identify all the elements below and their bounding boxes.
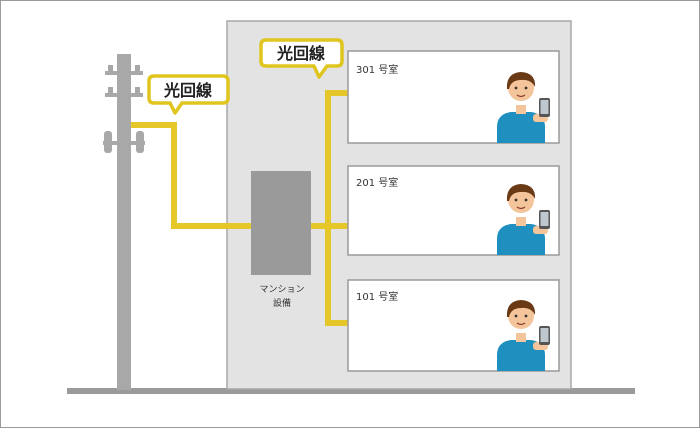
smartphone-icon xyxy=(539,326,550,345)
room-201-label: 201 号室 xyxy=(356,176,398,189)
callout-building-text: 光回線 xyxy=(276,44,325,63)
building-equipment xyxy=(251,171,311,275)
room-301-label: 301 号室 xyxy=(356,63,398,76)
callout-pole-text: 光回線 xyxy=(163,81,212,100)
equipment-label-line2: 設備 xyxy=(273,297,291,309)
utility-pole-icon xyxy=(103,54,145,390)
room-201: 201 号室 xyxy=(348,166,559,255)
room-301: 301 号室 xyxy=(348,51,559,143)
fiber-callout-pole: 光回線 xyxy=(149,76,228,113)
equipment-label-line1: マンション xyxy=(259,285,304,295)
room-101: 101 号室 xyxy=(348,280,559,371)
smartphone-icon xyxy=(539,210,550,229)
smartphone-icon xyxy=(539,98,550,117)
room-101-label: 101 号室 xyxy=(356,290,398,303)
